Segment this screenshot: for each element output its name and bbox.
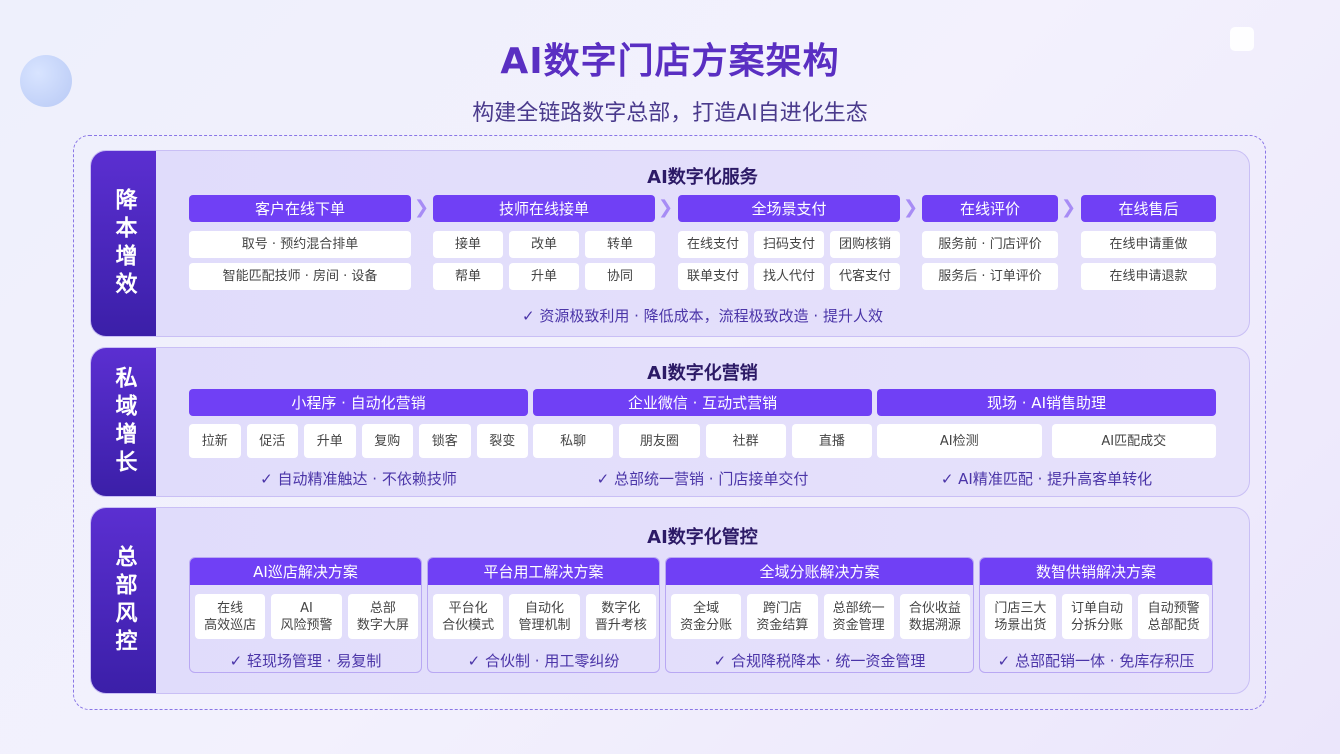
item-chip: 促活 xyxy=(246,424,298,458)
item-chip: 锁客 xyxy=(419,424,471,458)
item-chip: 联单支付 xyxy=(678,263,748,290)
item-chip: 服务后 · 订单评价 xyxy=(922,263,1058,290)
chevron-right-icon: ❯ xyxy=(903,197,919,218)
item-chip: AI检测 xyxy=(877,424,1042,458)
item-chip: 扫码支付 xyxy=(754,231,824,258)
architecture-frame xyxy=(73,135,1266,710)
item-chip: 代客支付 xyxy=(830,263,900,290)
item-chip: 总部 数字大屏 xyxy=(347,594,418,639)
item-chip: 平台化 合伙模式 xyxy=(433,594,504,639)
item-chip: 订单自动 分拆分账 xyxy=(1061,594,1133,639)
item-chip: 数字化 晋升考核 xyxy=(585,594,656,639)
section-title: AI数字化营销 xyxy=(647,363,758,384)
section-benefit: ✓ 资源极致利用 · 降低成本，流程极致改造 · 提升人效 xyxy=(522,307,883,325)
item-chip: 拉新 xyxy=(189,424,241,458)
page-subtitle: 构建全链路数字总部，打造AI自进化生态 xyxy=(472,101,868,126)
chevron-right-icon: ❯ xyxy=(414,197,430,218)
section-marketing: 私域增长 AI数字化营销 小程序 · 自动化营销拉新促活升单复购锁客裂变 ✓ 自动… xyxy=(90,347,1250,497)
solution-box: 数智供销解决方案门店三大 场景出货订单自动 分拆分账自动预警 总部配货 ✓ 总部配… xyxy=(979,557,1213,673)
chevron-right-icon: ❯ xyxy=(1061,197,1077,218)
item-chip: 转单 xyxy=(585,231,655,258)
group-benefit: ✓ 合伙制 · 用工零纠纷 xyxy=(467,652,620,670)
item-chip: 私聊 xyxy=(533,424,614,458)
item-chip: 合伙收益 数据溯源 xyxy=(899,594,970,639)
item-chip: 升单 xyxy=(304,424,356,458)
item-chip: 自动化 管理机制 xyxy=(509,594,580,639)
section-side-label: 降本增效 xyxy=(91,151,156,336)
group-benefit: ✓ AI精准匹配 · 提升高客单转化 xyxy=(940,470,1153,488)
group-header: 现场 · AI销售助理 xyxy=(877,389,1216,416)
group-header: 技师在线接单 xyxy=(433,195,655,222)
group-header: 平台用工解决方案 xyxy=(428,558,659,585)
item-chip: 服务前 · 门店评价 xyxy=(922,231,1058,258)
item-chip: 裂变 xyxy=(476,424,528,458)
group-benefit: ✓ 轻现场管理 · 易复制 xyxy=(229,652,382,670)
item-chip: 在线申请重做 xyxy=(1081,231,1216,258)
group-header: 小程序 · 自动化营销 xyxy=(189,389,528,416)
item-chip: 朋友圈 xyxy=(619,424,700,458)
item-chip: 接单 xyxy=(433,231,503,258)
item-chip: 改单 xyxy=(509,231,579,258)
group-header: 全域分账解决方案 xyxy=(666,558,973,585)
section-title: AI数字化管控 xyxy=(647,527,758,548)
item-chip: 社群 xyxy=(705,424,786,458)
group-header: AI巡店解决方案 xyxy=(190,558,421,585)
section-service: 降本增效 AI数字化服务 客户在线下单❯取号 · 预约混合排单智能匹配技师 · … xyxy=(90,150,1250,337)
group-header: 数智供销解决方案 xyxy=(980,558,1212,585)
group-benefit: ✓ 总部配销一体 · 免库存积压 xyxy=(997,652,1195,670)
group-header: 客户在线下单 xyxy=(189,195,411,222)
item-chip: AI 风险预警 xyxy=(271,594,342,639)
item-chip: 全域 资金分账 xyxy=(671,594,742,639)
item-chip: 直播 xyxy=(791,424,872,458)
item-chip: 帮单 xyxy=(433,263,503,290)
item-chip: 总部统一 资金管理 xyxy=(823,594,894,639)
section-side-label: 总部风控 xyxy=(91,508,156,693)
item-chip: 团购核销 xyxy=(830,231,900,258)
item-chip: AI匹配成交 xyxy=(1051,424,1216,458)
chevron-right-icon: ❯ xyxy=(658,197,674,218)
brand-logo xyxy=(1230,27,1254,51)
item-chip: 门店三大 场景出货 xyxy=(985,594,1056,639)
section-side-label: 私域增长 xyxy=(91,348,156,496)
item-chip: 跨门店 资金结算 xyxy=(747,594,818,639)
item-chip: 复购 xyxy=(361,424,413,458)
group-header: 在线售后 xyxy=(1081,195,1216,222)
item-chip: 协同 xyxy=(585,263,655,290)
item-chip: 智能匹配技师 · 房间 · 设备 xyxy=(189,263,411,290)
item-chip: 升单 xyxy=(509,263,579,290)
decorative-blob xyxy=(20,55,72,107)
logo-icon xyxy=(1230,27,1254,51)
group-benefit: ✓ 自动精准触达 · 不依赖技师 xyxy=(260,470,457,488)
group-header: 全场景支付 xyxy=(678,195,900,222)
group-benefit: ✓ 合规降税降本 · 统一资金管理 xyxy=(713,652,926,670)
item-chip: 在线 高效巡店 xyxy=(195,594,266,639)
page-title: AI数字门店方案架构 xyxy=(500,41,840,82)
item-chip: 在线申请退款 xyxy=(1081,263,1216,290)
section-title: AI数字化服务 xyxy=(647,167,758,188)
item-chip: 取号 · 预约混合排单 xyxy=(189,231,411,258)
group-header: 企业微信 · 互动式营销 xyxy=(533,389,872,416)
solution-box: 平台用工解决方案平台化 合伙模式自动化 管理机制数字化 晋升考核 ✓ 合伙制 · … xyxy=(427,557,660,673)
group-header: 在线评价 xyxy=(922,195,1058,222)
solution-box: 全域分账解决方案全域 资金分账跨门店 资金结算总部统一 资金管理合伙收益 数据溯… xyxy=(665,557,974,673)
group-benefit: ✓ 总部统一营销 · 门店接单交付 xyxy=(596,470,809,488)
item-chip: 找人代付 xyxy=(754,263,824,290)
item-chip: 在线支付 xyxy=(678,231,748,258)
item-chip: 自动预警 总部配货 xyxy=(1138,594,1209,639)
